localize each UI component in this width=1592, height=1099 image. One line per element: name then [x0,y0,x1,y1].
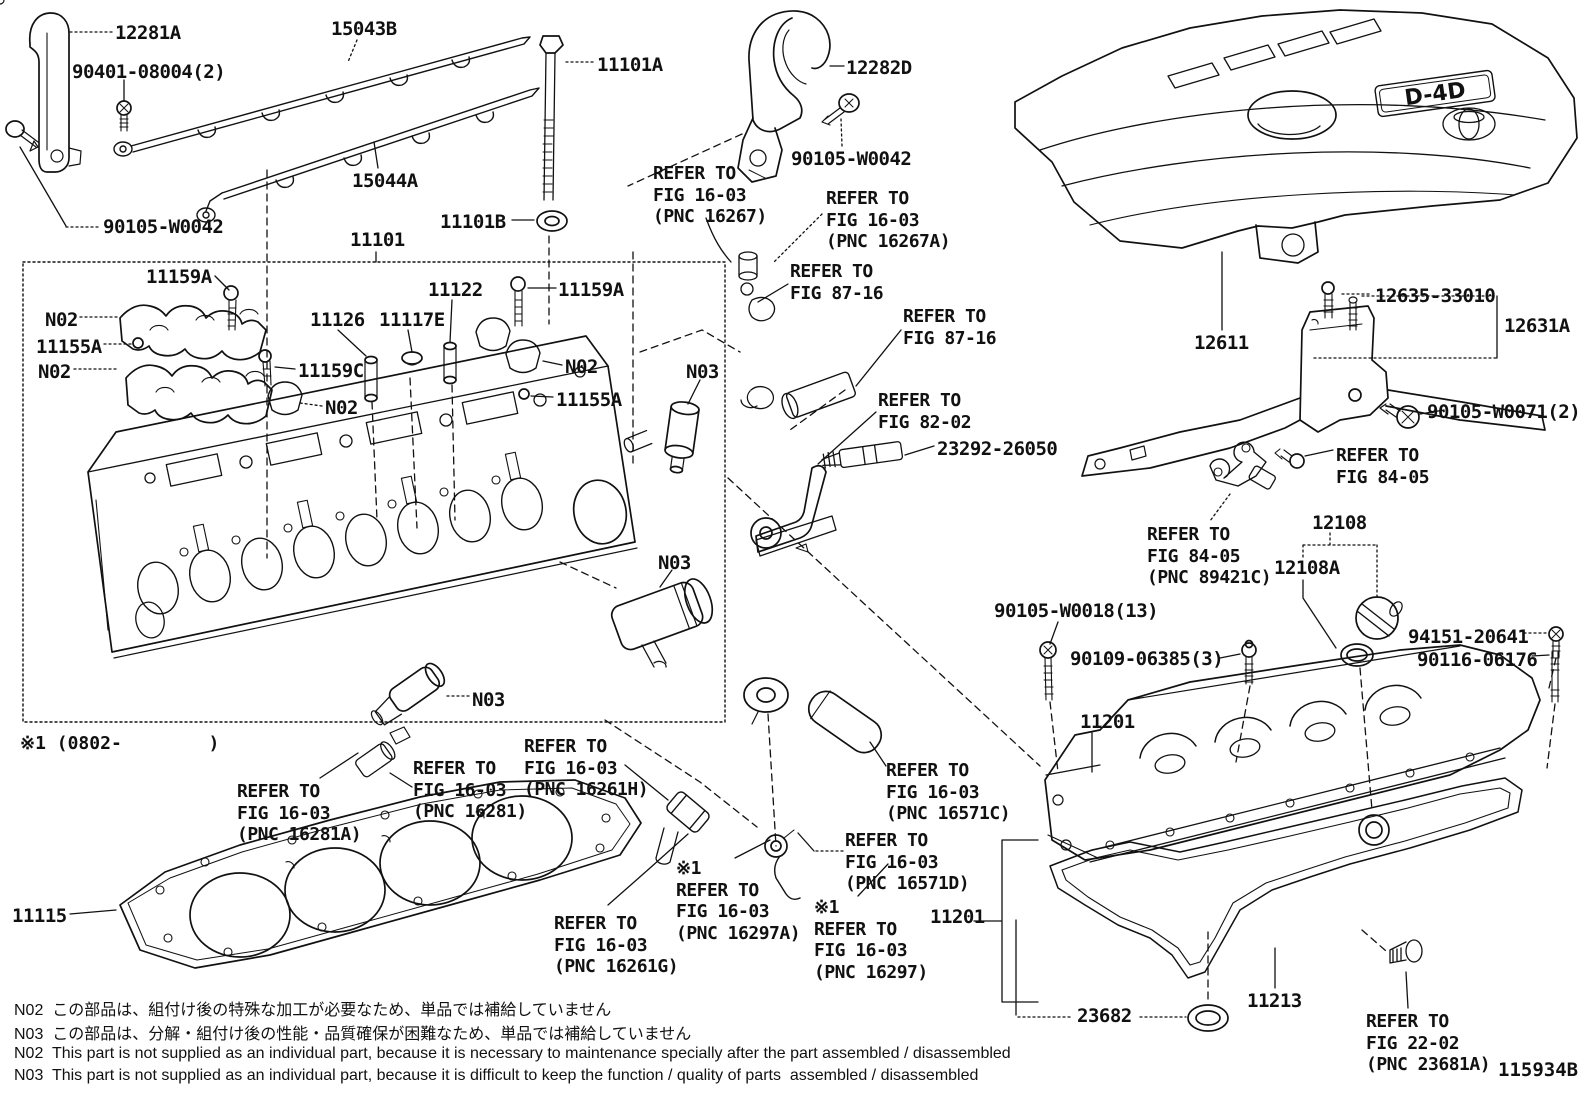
part-callout[interactable]: 23682 [1077,1005,1132,1027]
refer-note: REFER TO FIG 16-03 (PNC 16571C) [886,760,1011,824]
refer-note: REFER TO FIG 84-05 (PNC 89421C) [1147,524,1272,588]
footnote: N02 この部品は、組付け後の特殊な加工が必要なため、単品では補給していません [14,1002,612,1019]
view-box-art [22,261,726,723]
part-callout[interactable]: 12631A [1504,315,1570,337]
part-callout[interactable]: N02 [565,356,598,378]
refer-note: ※1 REFER TO FIG 16-03 (PNC 16297) [814,897,928,983]
part-callout[interactable]: 90109-06385(3) [1070,648,1224,670]
part-callout[interactable]: 11101B [440,211,506,233]
bolt-art [5,120,39,152]
footnote: N03 This part is not supplied as an indi… [14,1067,979,1084]
cylinder-head-art [87,276,774,726]
dotted-leaders [65,31,1547,1018]
refer-note: REFER TO FIG 16-03 (PNC 16281A) [237,781,362,845]
refer-note: ※1 REFER TO FIG 16-03 (PNC 16297A) [676,858,801,944]
wire-rail-15043B-art [113,36,531,157]
part-callout[interactable]: 90116-06176 [1417,649,1538,671]
part-callout[interactable]: 90105-W0042 [103,216,224,238]
refer-note: REFER TO FIG 16-03 (PNC 16281) [413,758,527,822]
part-callout[interactable]: 15044A [352,170,418,192]
part-callout[interactable]: N03 [472,689,505,711]
part-callout[interactable]: 12108A [1274,557,1340,579]
part-callout[interactable]: 15043B [331,18,397,40]
head-bolt-art [536,35,568,232]
bolt-art [821,93,860,126]
part-callout[interactable]: 11213 [1247,990,1302,1012]
refer-note: REFER TO FIG 16-03 (PNC 16261H) [524,736,649,800]
part-callout[interactable]: N03 [686,361,719,383]
part-callout[interactable]: 11201 [1080,711,1135,733]
revision-flag: ※1 (0802- ) [20,733,220,754]
wire-rail-15044A-art [196,87,540,223]
refer-note: REFER TO FIG 16-03 (PNC 16261G) [554,913,679,977]
valve-cover-art [1044,644,1541,863]
bolt-art [116,100,132,132]
part-callout[interactable]: 12611 [1194,332,1249,354]
oil-cap-art [1340,596,1403,667]
refer-note: REFER TO FIG 16-03 (PNC 16571D) [845,830,970,894]
part-callout[interactable]: 11159C [298,360,364,382]
part-callout[interactable]: N02 [325,397,358,419]
part-callout[interactable]: 11101 [350,229,405,251]
part-callout[interactable]: 11159A [146,266,212,288]
toyota-logo [1442,107,1496,141]
cover-gasket-art [1049,777,1523,979]
refer-note: REFER TO FIG 87-16 [903,306,997,349]
hook-bracket-art [28,12,82,173]
part-callout[interactable]: 11155A [36,336,102,358]
part-callout[interactable]: 11201 [930,906,985,928]
part-callout[interactable]: 11159A [558,279,624,301]
part-callout[interactable]: 23292-26050 [937,438,1058,460]
part-callout[interactable]: 12281A [115,22,181,44]
refer-note: REFER TO FIG 84-05 [1336,445,1430,488]
refer-note: REFER TO FIG 16-03 (PNC 16267A) [826,188,951,252]
part-callout[interactable]: 11117E [379,309,445,331]
part-callout[interactable]: 12635-33010 [1375,285,1496,307]
part-callout[interactable]: 90401-08004(2) [72,61,226,83]
head-gasket-art [119,779,642,969]
part-callout[interactable]: 11115 [12,905,67,927]
part-callout[interactable]: N02 [38,361,71,383]
part-callout[interactable]: 90105-W0042 [791,148,912,170]
part-callout[interactable]: 90105-W0071(2) [1427,401,1581,423]
refer-note: REFER TO FIG 22-02 (PNC 23681A) [1366,1011,1491,1075]
footnote: N03 この部品は、分解・組付け後の性能・品質確保が困難なため、単品では補給して… [14,1026,692,1043]
bolt-art [1039,626,1564,703]
bracket-12631A-art [0,0,1546,490]
part-callout[interactable]: 12282D [846,57,912,79]
refer-note: REFER TO FIG 82-02 [878,390,972,433]
part-callout[interactable]: N03 [658,552,691,574]
misc-fittings-art [355,371,904,901]
leader-lines [19,65,1550,1016]
part-callout[interactable]: N02 [45,309,78,331]
part-callout[interactable]: 94151-20641 [1408,626,1529,648]
bracket-12282D-art [737,10,831,183]
oring-art [1187,1004,1229,1032]
footnote: N02 This part is not supplied as an indi… [14,1045,1011,1062]
part-callout[interactable]: 12108 [1312,512,1367,534]
refer-note: REFER TO FIG 16-03 (PNC 16267) [653,163,767,227]
refer-note: REFER TO FIG 87-16 [790,261,884,304]
construction-lines [266,133,1557,1004]
part-callout[interactable]: 11155A [556,389,622,411]
pipe-fittings-art [738,251,776,322]
plug-art [1389,939,1423,964]
part-callout[interactable]: 11101A [597,54,663,76]
part-callout[interactable]: 90105-W0018(13) [994,600,1159,622]
drawing-number: 115934B [1498,1059,1579,1081]
engine-cover-art [1014,9,1578,264]
part-callout[interactable]: 11122 [428,279,483,301]
part-callout[interactable]: 11126 [310,309,365,331]
